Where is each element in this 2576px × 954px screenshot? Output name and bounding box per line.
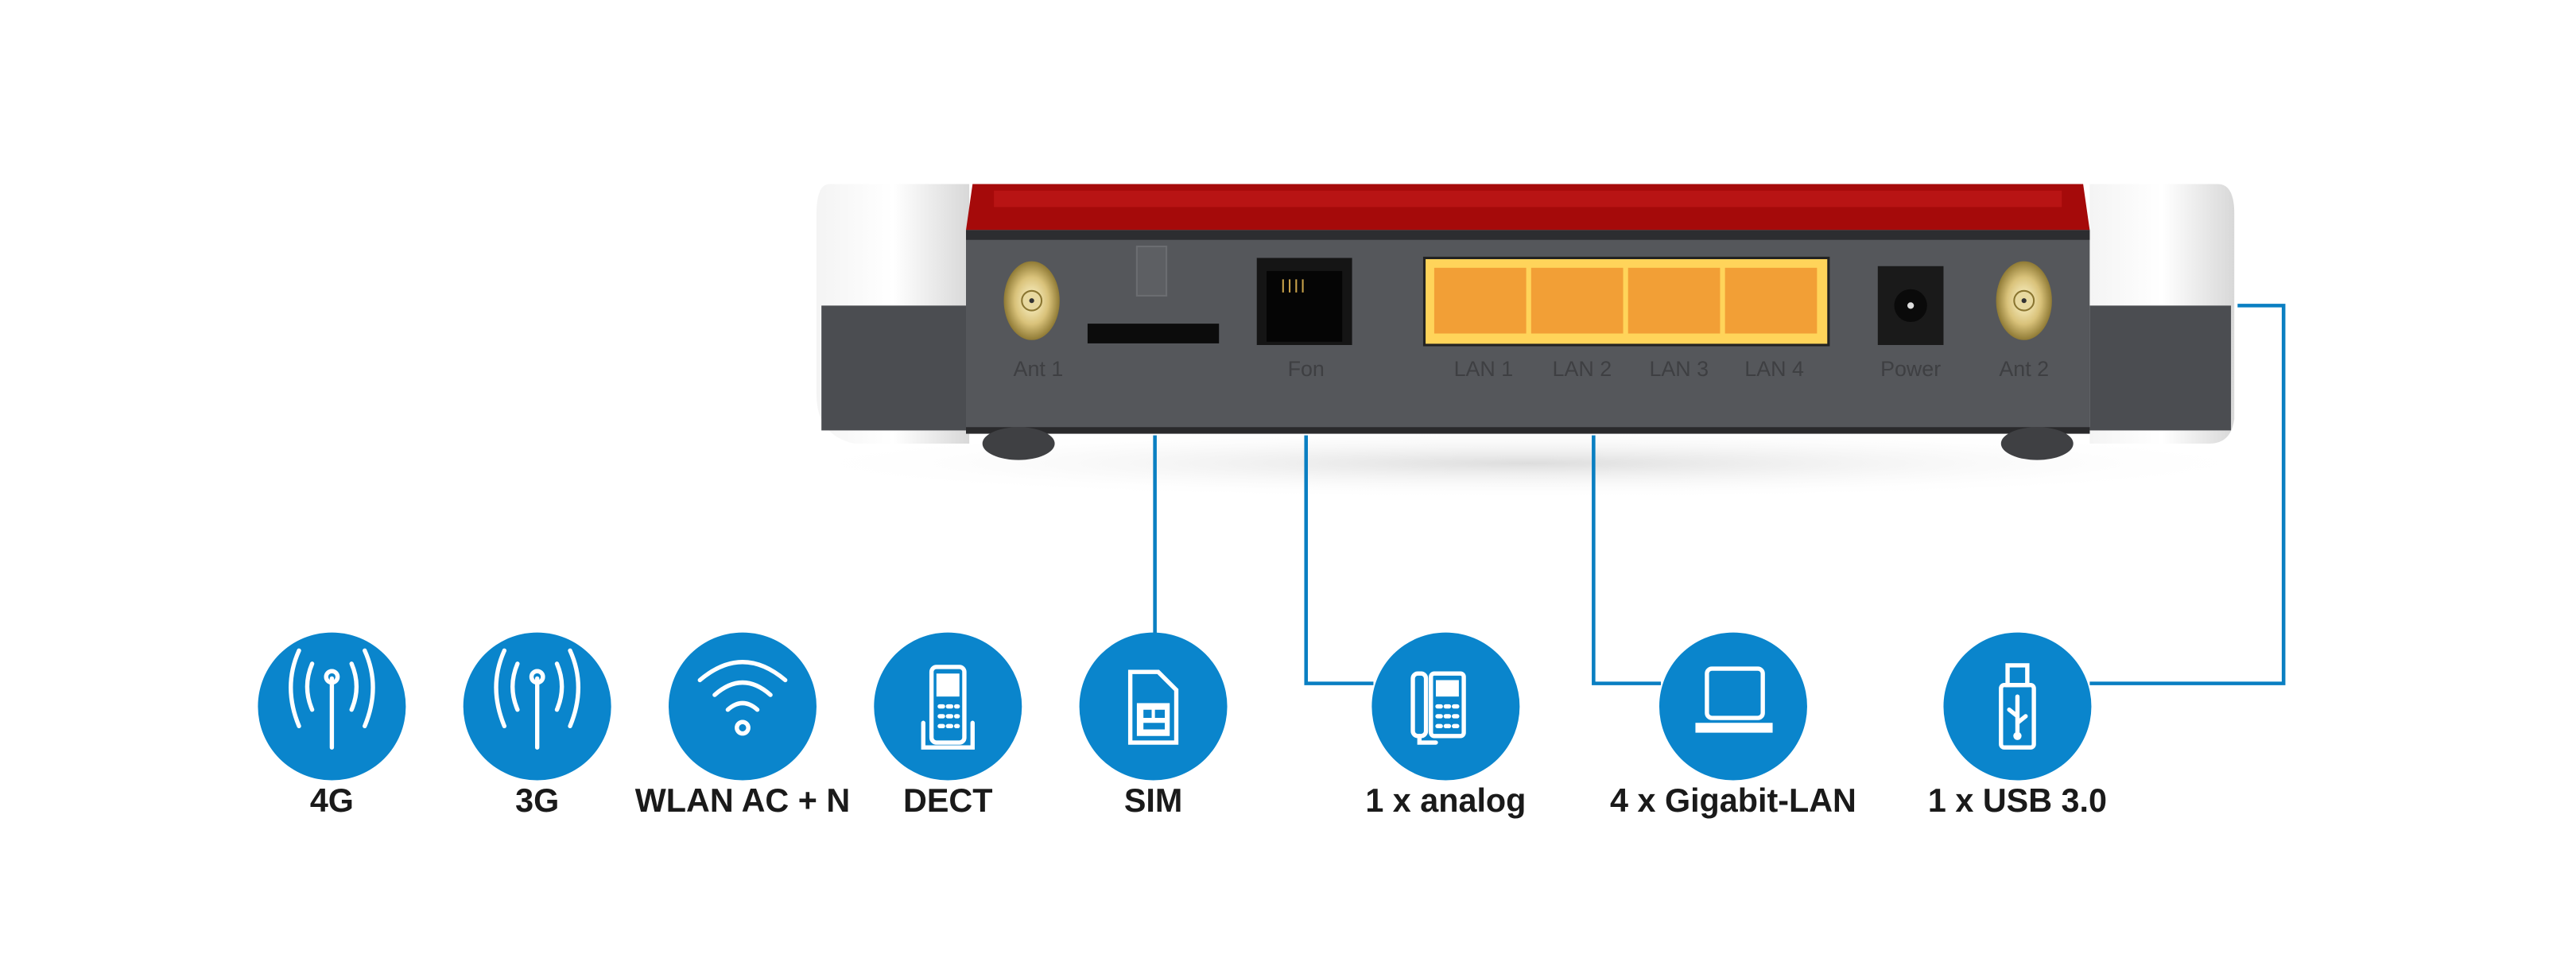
sim-tray-marking bbox=[1135, 245, 1168, 297]
feature-dect: DECT bbox=[874, 632, 1022, 819]
line-usb bbox=[2089, 304, 2286, 685]
antenna-icon bbox=[289, 648, 375, 750]
port-label-lan4: LAN 4 bbox=[1744, 357, 1804, 381]
feature-label: 3G bbox=[515, 782, 559, 819]
antenna-connector-1[interactable] bbox=[1003, 261, 1060, 340]
connector-lines bbox=[1153, 304, 2286, 685]
lan-ports[interactable] bbox=[1422, 256, 1830, 347]
sim-slot[interactable] bbox=[1087, 324, 1220, 343]
port-label-lan2: LAN 2 bbox=[1553, 357, 1612, 381]
port-label-ant2: Ant 2 bbox=[1999, 357, 2049, 381]
feature-label: 1 x analog bbox=[1365, 782, 1526, 819]
feature-label: 1 x USB 3.0 bbox=[1928, 782, 2107, 819]
feature-label: 4 x Gigabit-LAN bbox=[1610, 782, 1856, 819]
feature-analog: 1 x analog bbox=[1365, 632, 1526, 819]
line-analog bbox=[1304, 435, 1374, 685]
feature-label: SIM bbox=[1124, 782, 1182, 819]
feature-label: 4G bbox=[310, 782, 354, 819]
port-label-ant1: Ant 1 bbox=[1014, 357, 1064, 381]
line-lan bbox=[1592, 435, 1662, 685]
feature-sim: SIM bbox=[1079, 632, 1228, 819]
feature-usb: 1 x USB 3.0 bbox=[1928, 632, 2107, 819]
antenna-connector-2[interactable] bbox=[1996, 261, 2052, 340]
desk-phone-icon bbox=[1410, 671, 1466, 745]
feature-4g: 4G bbox=[258, 632, 406, 819]
cordless-phone-icon bbox=[921, 665, 975, 750]
sim-card-icon bbox=[1127, 669, 1179, 745]
port-label-lan3: LAN 3 bbox=[1649, 357, 1709, 381]
port-label-power: Power bbox=[1880, 357, 1941, 381]
port-label-lan1: LAN 1 bbox=[1454, 357, 1514, 381]
feature-3g: 3G bbox=[463, 632, 611, 819]
antenna-icon bbox=[494, 648, 580, 750]
router: Ant 1 Fon LAN 1 LAN 2 LAN 3 LAN 4 Power … bbox=[772, 184, 2284, 500]
usb-stick-icon bbox=[1999, 663, 2036, 750]
fon-port[interactable] bbox=[1256, 258, 1352, 345]
feature-label: DECT bbox=[903, 782, 992, 819]
power-jack[interactable] bbox=[1877, 266, 1944, 345]
wifi-icon bbox=[697, 660, 788, 736]
laptop-icon bbox=[1695, 666, 1773, 733]
feature-gigabit-lan: 4 x Gigabit-LAN bbox=[1610, 632, 1856, 819]
port-label-fon: Fon bbox=[1288, 357, 1325, 381]
feature-label: WLAN AC + N bbox=[635, 782, 850, 819]
feature-wlan: WLAN AC + N bbox=[635, 632, 850, 819]
